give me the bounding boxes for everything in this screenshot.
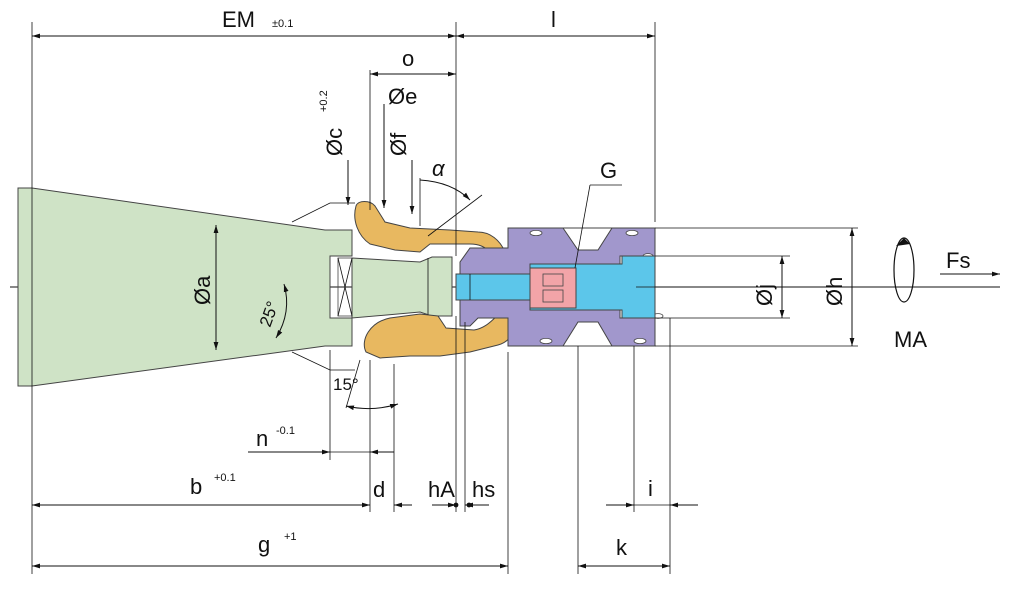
- b-label: b: [190, 474, 202, 499]
- cone-shank: [17, 187, 453, 387]
- gripper-lower: [363, 313, 516, 359]
- c-tolerance: +0.2: [318, 90, 330, 112]
- c-label: Øc: [322, 128, 347, 156]
- alpha-label: α: [432, 156, 446, 181]
- ha-label: hA: [428, 477, 455, 502]
- f-label: Øf: [386, 132, 411, 156]
- n-label: n: [256, 426, 268, 451]
- g-leader-diagonal: [574, 184, 591, 269]
- gripper-upper: [354, 201, 506, 255]
- em-label: EM: [222, 7, 255, 32]
- o-label: o: [402, 46, 414, 71]
- fs-label: Fs: [946, 248, 970, 273]
- ma-label: MA: [894, 327, 927, 352]
- n-tolerance: -0.1: [276, 425, 295, 437]
- spring-element: [529, 267, 577, 309]
- hs-label: hs: [472, 477, 495, 502]
- cone-neck: [351, 256, 453, 319]
- spanner-flat: [337, 257, 353, 317]
- a-label: Øa: [190, 275, 215, 305]
- b-tolerance: +0.1: [214, 472, 236, 484]
- angle15-arc: [345, 403, 399, 411]
- angle15-label: 15°: [333, 375, 359, 394]
- l-label: l: [551, 7, 556, 32]
- torque-icon: [893, 237, 915, 303]
- h-label: Øh: [822, 277, 847, 306]
- i-label: i: [648, 476, 653, 501]
- d-label: d: [373, 477, 385, 502]
- j-label: Øj: [752, 284, 777, 306]
- alpha-arc: [419, 179, 471, 201]
- e-label: Øe: [388, 84, 417, 109]
- g-label: g: [258, 532, 270, 557]
- k-label: k: [616, 535, 628, 560]
- em-tolerance: ±0.1: [272, 18, 293, 30]
- g-tolerance: +1: [284, 531, 297, 543]
- g-upper-label: G: [600, 158, 617, 183]
- angle25-arc: [275, 283, 289, 339]
